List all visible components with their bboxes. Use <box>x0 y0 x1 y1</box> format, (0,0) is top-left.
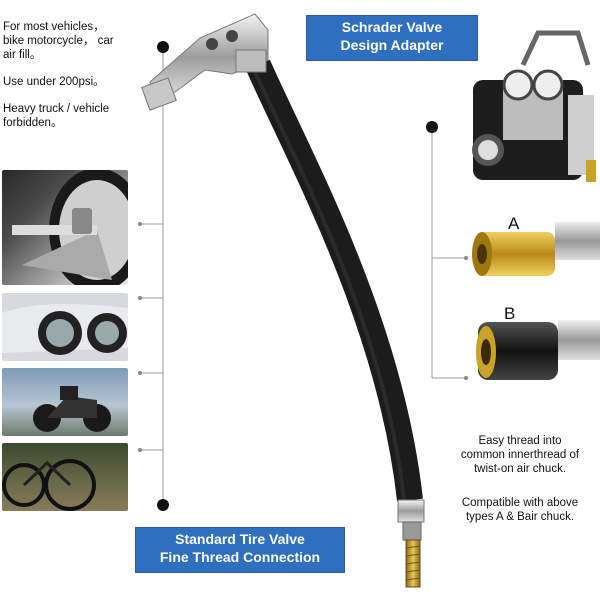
note-line: twist-on air chuck. <box>473 463 567 475</box>
top-label-box: Schrader Valve Design Adapter <box>306 15 478 61</box>
note-line: bike motorcycle， car <box>3 35 114 47</box>
chuck-b-label: B <box>504 304 516 323</box>
note-line: Heavy truck / vehicle <box>3 103 110 115</box>
note-line: types A & Bair chuck. <box>465 511 575 523</box>
bottom-label-box: Standard Tire Valve Fine Thread Connecti… <box>135 527 345 573</box>
air-compressor-image <box>472 30 596 182</box>
compat-note: Compatible with above types A & Bair chu… <box>440 496 600 524</box>
note-line: For most vehicles， <box>3 21 105 33</box>
label-line: Schrader Valve <box>341 19 443 35</box>
top-right-dot <box>426 121 438 133</box>
chuck-a-image <box>472 222 600 276</box>
ferrule <box>397 499 425 523</box>
label-line: Standard Tire Valve <box>175 531 305 547</box>
usage-notes: For most vehicles， bike motorcycle， car … <box>3 20 143 130</box>
note-line: Use under 200psi。 <box>3 76 105 88</box>
note-line: Compatible with above <box>461 497 579 509</box>
car-photo <box>2 293 128 361</box>
chuck-b-image <box>476 320 600 380</box>
bicycle-photo <box>2 443 128 511</box>
note-line: forbidden。 <box>3 117 63 129</box>
label-line: Fine Thread Connection <box>159 549 321 565</box>
hose <box>246 59 423 502</box>
car-wheel-photo <box>2 170 128 285</box>
note-line: common innerthread of <box>460 449 580 461</box>
thread-note: Easy thread into common innerthread of t… <box>440 434 600 476</box>
label-line: Design Adapter <box>340 37 444 53</box>
motorcycle-photo <box>2 368 128 436</box>
note-line: air fill。 <box>3 49 42 61</box>
top-left-dot <box>157 41 169 53</box>
bottom-left-dot <box>157 499 169 511</box>
chuck-a-label: A <box>508 214 520 233</box>
note-line: Easy thread into <box>478 435 562 447</box>
